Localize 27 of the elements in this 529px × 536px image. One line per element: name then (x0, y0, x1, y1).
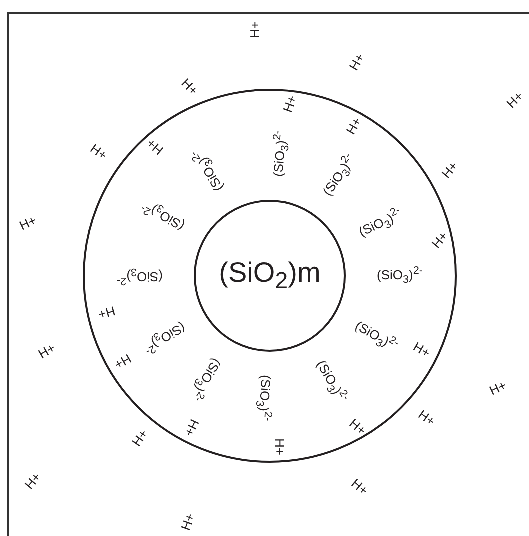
ion-label: H+ (248, 22, 262, 38)
formula-label: (SiO$_{2}$)m (219, 259, 321, 293)
ion-label: H+ (88, 142, 110, 162)
ion-label: H+ (182, 418, 202, 438)
ion-label: H+ (280, 94, 300, 114)
ion-label: H+ (144, 136, 166, 158)
ion-label: H+ (504, 89, 526, 111)
ion-label: H+ (347, 416, 369, 438)
ion-label: (SiO$_{3}$)$^{2-}$ (377, 266, 423, 286)
ion-label: H+ (274, 438, 286, 456)
ion-label: H+ (18, 214, 38, 232)
ion-label: H+ (488, 378, 508, 398)
ion-label: H+ (179, 76, 201, 98)
ion-label: H+ (112, 352, 134, 372)
ion-label: H+ (36, 341, 58, 361)
ion-label: H+ (347, 51, 367, 73)
ion-label: H+ (97, 304, 117, 322)
ion-label: H+ (130, 427, 150, 449)
ion-label: H+ (179, 512, 197, 532)
ion-label: H+ (411, 340, 433, 360)
ion-label: H+ (22, 470, 44, 492)
inner-circle (194, 200, 346, 352)
ion-label: H+ (416, 408, 438, 428)
ion-label: H+ (440, 159, 460, 181)
ion-label: H+ (349, 476, 371, 498)
ion-label: H+ (344, 115, 364, 137)
ion-label: H+ (430, 229, 450, 251)
